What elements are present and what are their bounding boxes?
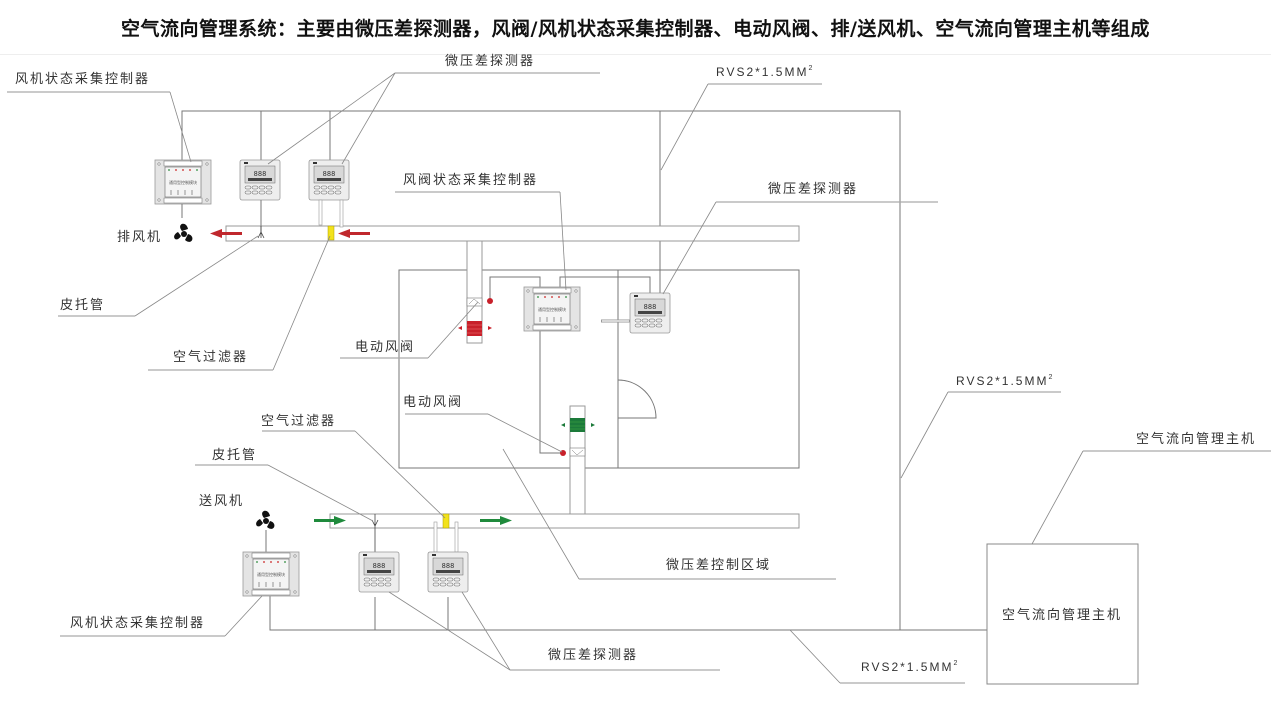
label-detector-room: 微压差探测器	[768, 182, 858, 197]
label-supply-fan: 送风机	[199, 494, 244, 509]
label-cable-top: RVS2*1.5MM2	[716, 65, 814, 79]
exhaust-duct	[225, 225, 800, 242]
detector-room	[629, 292, 671, 334]
fan-controller-top	[154, 159, 212, 205]
label-motor-valve-top: 电动风阀	[355, 340, 415, 355]
top-wiring	[181, 110, 987, 631]
supply-arrow-left	[314, 516, 346, 525]
valve-sensor-dot-bottom	[560, 450, 566, 456]
label-exhaust-fan: 排风机	[117, 230, 162, 245]
supply-duct	[329, 513, 800, 529]
label-fan-controller-bottom: 风机状态采集控制器	[70, 615, 205, 631]
supply-branch-duct	[569, 405, 586, 515]
valve-sensor-dot-top	[487, 298, 493, 304]
label-filter-bottom: 空气过滤器	[261, 413, 336, 429]
label-pitot-top: 皮托管	[60, 298, 105, 313]
exhaust-arrow-right	[338, 229, 370, 238]
airflow-host-box	[986, 543, 1139, 685]
detector-bottom-1	[358, 551, 400, 593]
valve-controller	[523, 286, 581, 332]
title-divider	[0, 54, 1271, 55]
label-detector-bottom: 微压差探测器	[548, 648, 638, 663]
label-host-callout: 空气流向管理主机	[1136, 431, 1256, 447]
label-pitot-bottom: 皮托管	[212, 448, 257, 463]
pitot-tube-top	[257, 226, 265, 239]
label-fan-controller-top: 风机状态采集控制器	[15, 71, 150, 87]
label-control-zone: 微压差控制区域	[666, 558, 771, 573]
bottom-wiring	[269, 596, 987, 631]
supply-fan-icon	[256, 510, 275, 529]
diagram-title: 空气流向管理系统：主要由微压差探测器，风阀/风机状态采集控制器、电动风阀、排/送…	[121, 18, 1150, 40]
motor-valve-bottom	[570, 418, 585, 432]
detector-bottom-2	[427, 551, 469, 593]
detector-top-2	[308, 159, 350, 201]
label-motor-valve-bottom: 电动风阀	[403, 395, 463, 410]
motor-valve-top	[467, 321, 482, 336]
air-filter-top	[327, 225, 335, 241]
control-zone-room	[398, 269, 800, 469]
exhaust-branch-duct	[466, 240, 483, 344]
detector-top-1	[239, 159, 281, 201]
host-box-label: 空气流向管理主机	[1002, 607, 1122, 623]
door-swing	[617, 379, 657, 419]
air-filter-bottom	[442, 513, 450, 529]
exhaust-arrow-left	[210, 229, 242, 238]
label-cable-right: RVS2*1.5MM2	[956, 374, 1054, 388]
label-valve-controller: 风阀状态采集控制器	[403, 172, 538, 188]
label-cable-bottom: RVS2*1.5MM2	[861, 660, 959, 674]
label-filter-top: 空气过滤器	[173, 349, 248, 365]
pitot-tube-bottom	[371, 514, 379, 552]
label-detector-top: 微压差探测器	[445, 54, 535, 69]
fan-controller-bottom	[242, 551, 300, 597]
supply-arrow-right	[480, 516, 512, 525]
exhaust-fan-icon	[174, 223, 193, 242]
